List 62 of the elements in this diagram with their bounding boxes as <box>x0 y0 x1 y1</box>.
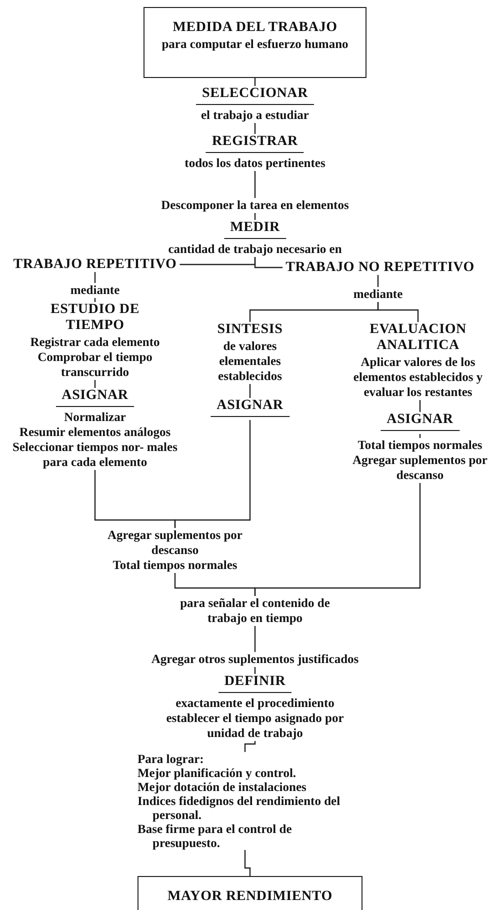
body-text: para señalar el contenido de trabajo en tiempo <box>180 596 330 626</box>
connector-line <box>419 400 421 412</box>
connector-line <box>254 626 256 652</box>
body-text: Agregar suplementos por descanso <box>106 528 244 558</box>
body-text: Normalizar <box>63 410 127 425</box>
body-text: mediante <box>353 287 403 302</box>
heading-text: EVALUACION ANALITICA <box>368 322 468 354</box>
connector-line <box>94 298 96 302</box>
heading-text: DEFINIR <box>218 674 292 693</box>
body-text: TRABAJO REPETITIVO <box>13 257 177 272</box>
heading-text: ASIGNAR <box>56 388 134 407</box>
body-text: todos los datos pertinentes <box>184 156 326 171</box>
connector-line <box>254 213 256 220</box>
connector-line <box>94 380 96 388</box>
body-text: Registrar cada elemento <box>29 335 161 350</box>
body-text: Resumir elementos análogos <box>18 425 172 440</box>
heading-text: ESTUDIO DE TIEMPO <box>50 302 140 334</box>
connector-line <box>244 741 256 752</box>
connector-line <box>254 483 421 596</box>
connector-line <box>254 78 256 86</box>
body-text: Indices fidedignos del rendimiento del personal. <box>138 794 342 822</box>
body-text: Seleccionar tiempos nor- males para cada elemento <box>12 440 178 470</box>
heading-text: ASIGNAR <box>380 412 460 431</box>
body-text: Mejor planificación y control. <box>138 766 298 780</box>
body-text: para computar el esfuerzo humano <box>160 37 350 52</box>
body-text: mediante <box>70 283 120 298</box>
connector-line <box>254 667 256 674</box>
heading-text: MEDIDA DEL TRABAJO <box>172 20 338 36</box>
body-text: Aplicar valores de los elementos establecidos y evaluar los restantes <box>352 355 484 400</box>
body-text: Total tiempos normales <box>112 558 238 573</box>
body-text: Total tiempos normales <box>356 438 484 453</box>
body-text: exactamente el procedimiento <box>174 696 336 711</box>
heading-text: MAYOR RENDIMIENTO <box>166 889 334 905</box>
connector-line <box>254 257 283 268</box>
connector-line <box>254 171 256 198</box>
body-text: Agregar suplementos por descanso <box>352 453 488 483</box>
connector-line <box>377 302 419 322</box>
connector-line <box>174 420 251 528</box>
connector-line <box>94 272 96 283</box>
body-text: Para lograr: <box>138 752 205 766</box>
heading-text: SINTESIS <box>216 322 284 338</box>
connector-line <box>244 850 251 876</box>
heading-text: MEDIR <box>224 220 286 239</box>
body-text: TRABAJO NO REPETITIVO <box>286 260 474 275</box>
connector-line <box>377 275 379 287</box>
body-text: cantidad de trabajo necesario en <box>168 242 342 257</box>
heading-text: SELECCIONAR <box>196 86 314 105</box>
process-box <box>144 7 366 78</box>
body-text: Comprobar el tiempo transcurrido <box>36 350 154 380</box>
process-box <box>138 876 362 910</box>
body-text: Mejor dotación de instalaciones <box>138 780 308 794</box>
body-text: Descomponer la tarea en elementos <box>161 198 349 213</box>
connector-line <box>254 123 256 134</box>
heading-text: ASIGNAR <box>210 398 290 417</box>
body-text: de valores elementales establecidos <box>217 339 283 384</box>
body-text: establecer el tiempo asignado por unidad de trabajo <box>165 711 345 741</box>
body-text: Agregar otros suplementos justificados <box>151 652 359 667</box>
connector-line <box>249 384 251 398</box>
heading-text: REGISTRAR <box>206 134 304 153</box>
connector-line <box>419 434 421 438</box>
body-text: el trabajo a estudiar <box>200 108 310 123</box>
body-text: Base firme para el control de presupuesto. <box>138 822 293 850</box>
